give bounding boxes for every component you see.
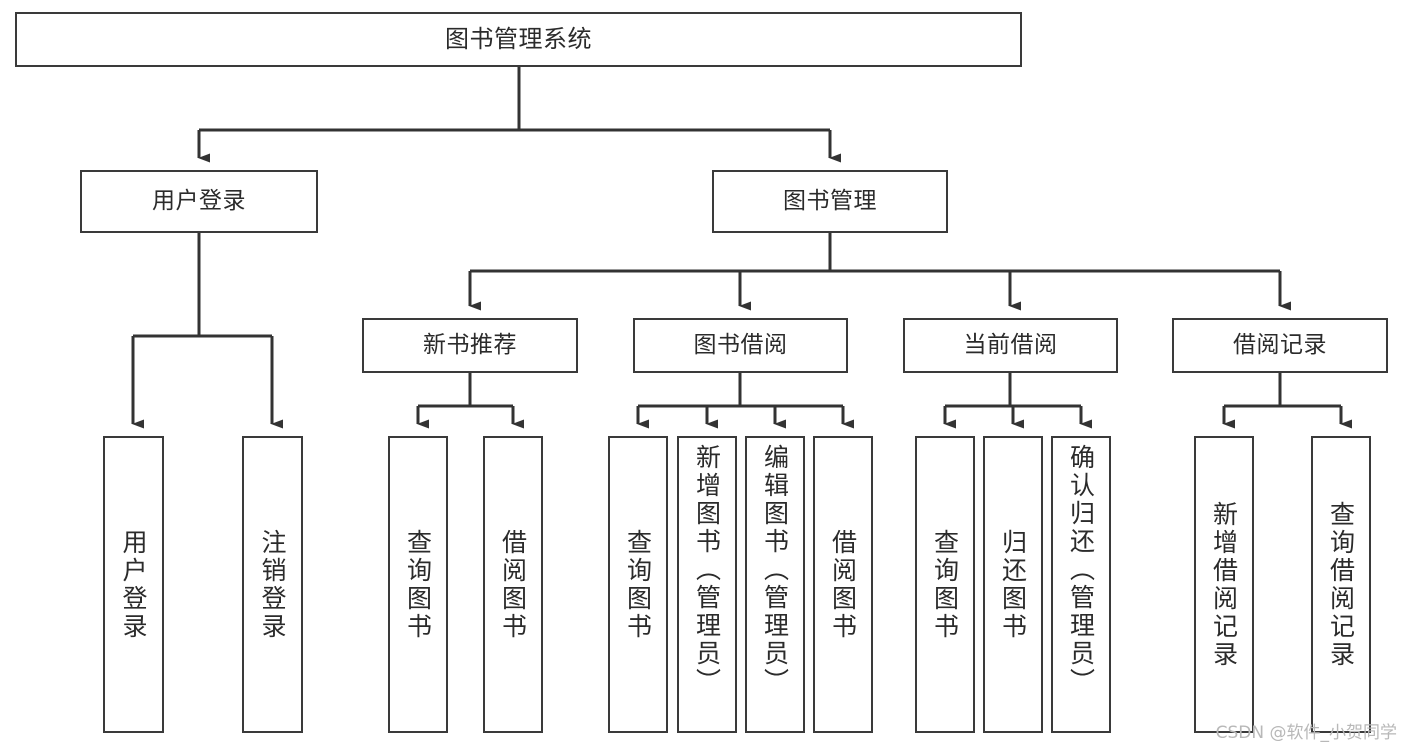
node-leaf-query-book-rec[interactable]: 查询图书 (388, 436, 448, 733)
node-leaf-query-book-current[interactable]: 查询图书 (915, 436, 975, 733)
node-leaf-edit-book-admin[interactable]: 编辑图书（管理员） (745, 436, 805, 733)
node-user-login[interactable]: 用户登录 (80, 170, 318, 233)
node-label: 用户登录 (119, 528, 148, 641)
node-borrow-record[interactable]: 借阅记录 (1172, 318, 1388, 373)
node-leaf-borrow-book-borrow[interactable]: 借阅图书 (813, 436, 873, 733)
node-label: 编辑图书（管理员） (760, 444, 790, 696)
node-label: 借阅记录 (1233, 332, 1327, 359)
node-new-book-recommendation[interactable]: 新书推荐 (362, 318, 578, 373)
node-leaf-confirm-return-admin[interactable]: 确认归还（管理员） (1051, 436, 1111, 733)
node-label: 图书管理 (783, 188, 877, 215)
node-leaf-query-borrow-record[interactable]: 查询借阅记录 (1311, 436, 1371, 733)
node-label: 借阅图书 (828, 528, 858, 641)
node-label: 新书推荐 (423, 332, 517, 359)
node-label: 借阅图书 (498, 528, 528, 641)
node-leaf-return-book[interactable]: 归还图书 (983, 436, 1043, 733)
node-book-management[interactable]: 图书管理 (712, 170, 948, 233)
watermark-csdn: CSDN @软件_小贺同学 (1215, 723, 1397, 743)
node-leaf-logout[interactable]: 注销登录 (242, 436, 303, 733)
node-book-borrowing[interactable]: 图书借阅 (633, 318, 848, 373)
node-label: 查询图书 (403, 528, 433, 641)
node-label: 新增借阅记录 (1209, 500, 1239, 669)
node-leaf-user-login[interactable]: 用户登录 (103, 436, 164, 733)
node-leaf-add-book-admin[interactable]: 新增图书（管理员） (677, 436, 737, 733)
node-current-borrowing[interactable]: 当前借阅 (903, 318, 1118, 373)
node-leaf-add-borrow-record[interactable]: 新增借阅记录 (1194, 436, 1254, 733)
node-root-system[interactable]: 图书管理系统 (15, 12, 1022, 67)
node-label: 新增图书（管理员） (692, 444, 722, 696)
node-leaf-query-book-borrow[interactable]: 查询图书 (608, 436, 668, 733)
node-label: 归还图书 (998, 528, 1028, 641)
node-label: 用户登录 (152, 188, 246, 215)
node-label: 确认归还（管理员） (1066, 444, 1096, 696)
node-label: 图书管理系统 (445, 24, 592, 53)
node-label: 注销登录 (258, 528, 287, 641)
node-leaf-borrow-book-rec[interactable]: 借阅图书 (483, 436, 543, 733)
node-label: 查询图书 (930, 528, 960, 641)
node-label: 图书借阅 (693, 332, 788, 359)
node-label: 当前借阅 (963, 332, 1058, 359)
node-label: 查询图书 (623, 528, 653, 641)
node-label: 查询借阅记录 (1326, 500, 1356, 669)
